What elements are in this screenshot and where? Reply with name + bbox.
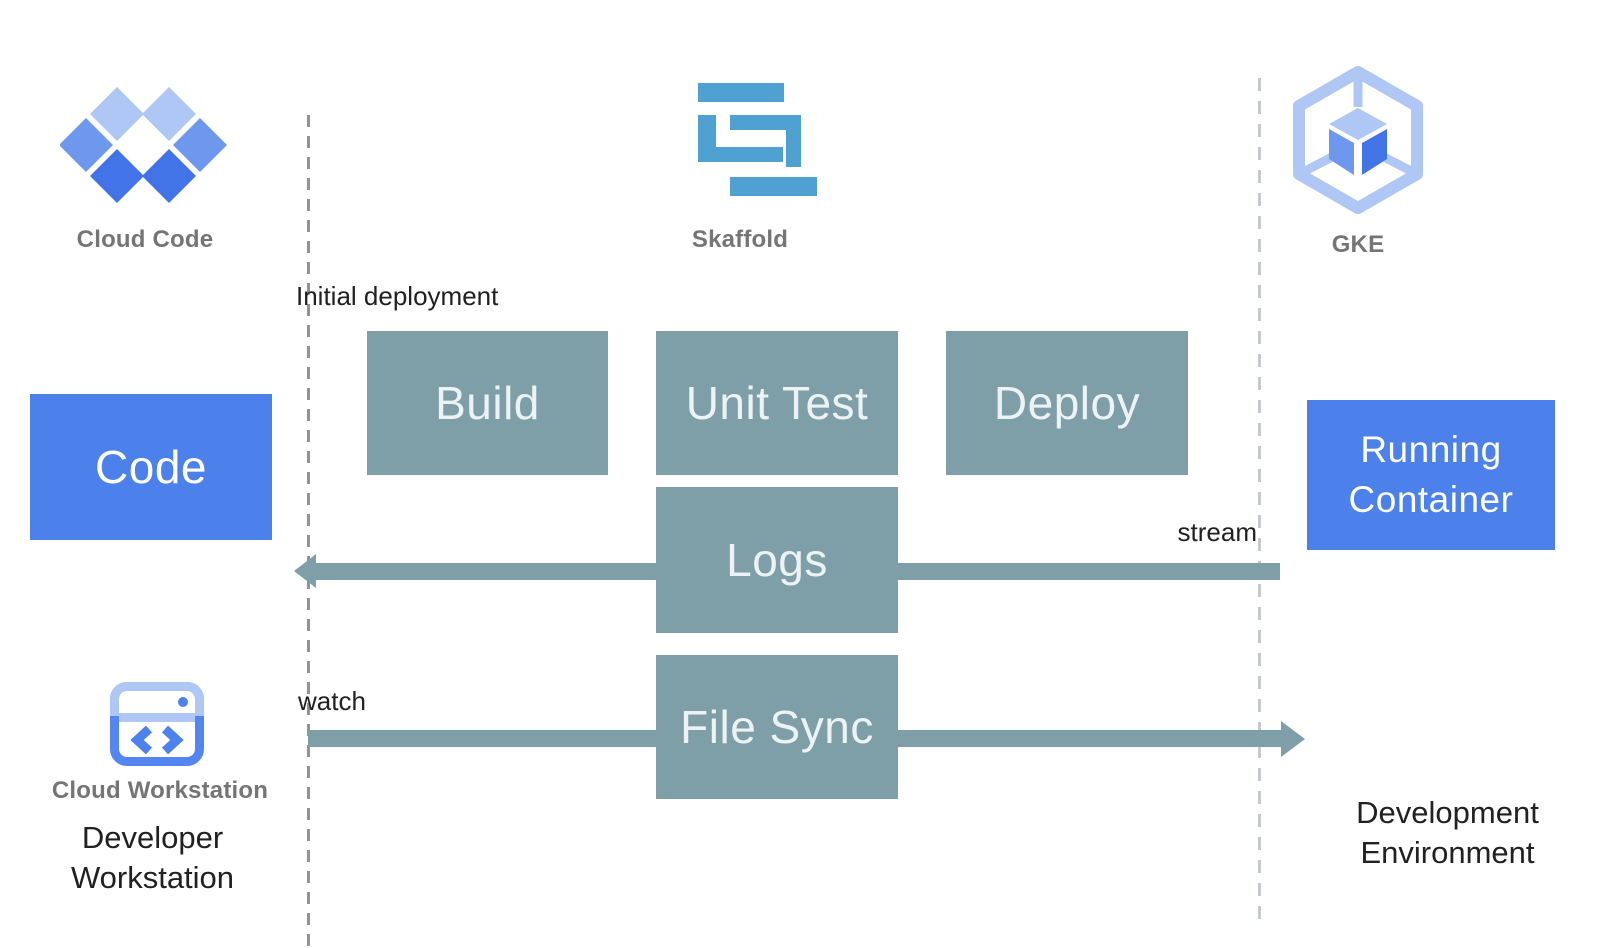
cloud-code-label: Cloud Code [76, 226, 214, 253]
deploy-box: Deploy [946, 331, 1188, 475]
build-box: Build [367, 331, 608, 475]
skaffold-icon [698, 83, 817, 196]
cloud-workstation-logo [110, 682, 204, 766]
cloud-code-logo [59, 86, 230, 204]
running-container-box: Running Container [1307, 400, 1555, 550]
logs-box: Logs [656, 487, 898, 633]
left-boundary-dashed-line [307, 115, 310, 948]
stream-arrow-head-left-icon [294, 554, 316, 588]
skaffold-label: Skaffold [691, 226, 789, 253]
skaffold-logo [698, 82, 818, 196]
gke-logo [1293, 65, 1423, 215]
developer-workstation-label: Developer Workstation [70, 820, 235, 896]
cloud-workstation-label: Cloud Workstation [51, 777, 269, 804]
cloud-code-icon [59, 87, 227, 203]
cloud-workstation-icon [110, 682, 204, 766]
gke-icon [1293, 66, 1423, 214]
stream-label: stream [1177, 517, 1257, 547]
code-box: Code [30, 394, 272, 540]
initial-deployment-label: Initial deployment [296, 281, 499, 311]
watch-label: watch [298, 686, 366, 716]
development-environment-label: Development Environment [1356, 795, 1539, 871]
unit-test-box: Unit Test [656, 331, 898, 475]
right-boundary-dashed-line [1258, 78, 1261, 920]
watch-arrow-head-right-icon [1281, 721, 1305, 757]
gke-label: GKE [1331, 231, 1385, 258]
file-sync-box: File Sync [656, 655, 898, 799]
